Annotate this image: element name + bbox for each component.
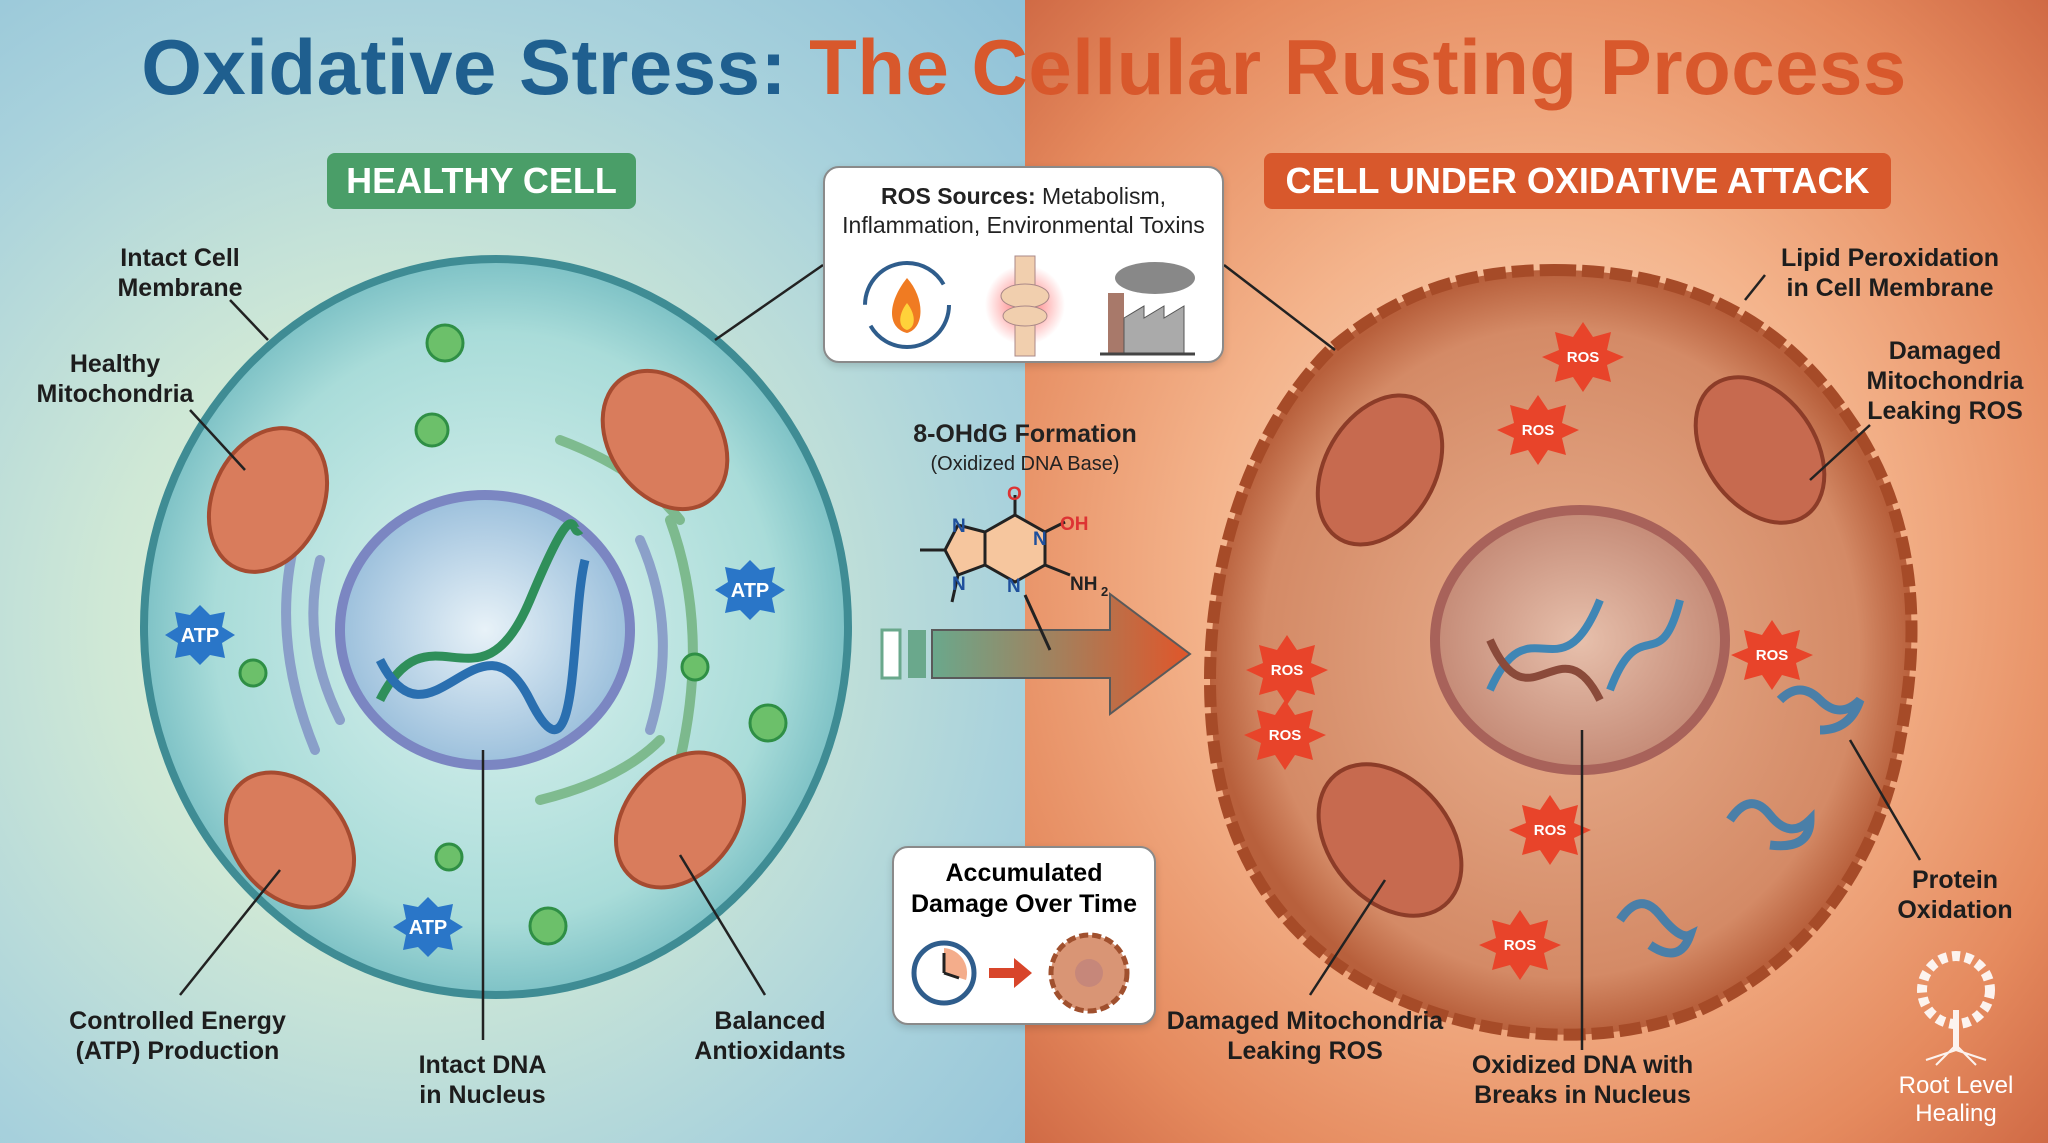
- broken-dna-icon: [1486, 598, 1684, 702]
- ros-label: ROS: [1271, 662, 1304, 679]
- atp-star-icon: ATP: [393, 897, 463, 957]
- ohdg-title: 8-OHdG Formation: [913, 420, 1137, 448]
- oxidized-protein: [1616, 685, 1865, 958]
- title-part2: The Cellular Rusting Process: [809, 23, 1907, 111]
- arrow-right-icon: [989, 958, 1032, 988]
- attack-cell-badge: CELL UNDER OXIDATIVE ATTACK: [1264, 153, 1891, 209]
- atp-star-icon: ATP: [715, 560, 785, 620]
- ros-label: ROS: [1522, 422, 1555, 439]
- molecule-atoms: O OH N N N N NH 2: [952, 484, 1108, 599]
- ros-label: ROS: [1534, 822, 1567, 839]
- damaged-cell: [1203, 263, 1918, 1041]
- atp-label: ATP: [731, 580, 770, 602]
- ros-bursts: ROS ROS ROS ROS ROS ROS ROS: [1244, 322, 1813, 980]
- ros-sources-heading: ROS Sources:: [880, 183, 1036, 209]
- ros-label: ROS: [1567, 349, 1600, 366]
- atp-label: ATP: [181, 625, 220, 647]
- factory-pollution-icon: [1100, 262, 1195, 356]
- mitochondrion: [206, 368, 747, 910]
- svg-text:N: N: [1007, 576, 1021, 597]
- page-title: Oxidative Stress: The Cellular Rusting P…: [0, 22, 2048, 113]
- nucleus: [335, 490, 635, 770]
- ros-label: ROS: [1504, 937, 1537, 954]
- svg-text:2: 2: [1101, 584, 1108, 599]
- antioxidant-molecule: [238, 323, 788, 946]
- transition-arrow-icon: [880, 592, 1192, 716]
- 8-ohdg-molecule-icon: [920, 495, 1071, 651]
- svg-text:NH: NH: [1070, 574, 1097, 595]
- leader-lines: [179, 263, 1922, 1050]
- svg-text:N: N: [1033, 529, 1047, 550]
- svg-text:OH: OH: [1060, 514, 1089, 535]
- damaged-cell-icon: [1048, 932, 1130, 1014]
- svg-text:N: N: [952, 516, 966, 537]
- svg-text:O: O: [1007, 484, 1022, 505]
- damaged-mitochondrion: [1315, 375, 1827, 918]
- atp-star-icon: ATP: [165, 605, 235, 665]
- ros-sources-box: ROS Sources: Metabolism, Inflammation, En…: [823, 166, 1224, 363]
- ros-sources-text: Inflammation, Environmental Toxins: [842, 212, 1205, 238]
- ros-sources-text: Metabolism,: [1035, 183, 1167, 209]
- ohdg-subtitle: (Oxidized DNA Base): [930, 453, 1120, 475]
- healthy-cell-badge: HEALTHY CELL: [327, 153, 636, 209]
- ohdg-heading: 8-OHdG Formation (Oxidized DNA Base): [860, 420, 1190, 476]
- ros-label: ROS: [1756, 647, 1789, 664]
- label-controlled-energy: Controlled Energy(ATP) Production: [69, 1007, 286, 1065]
- title-part1: Oxidative Stress:: [141, 23, 787, 111]
- root-level-healing-logo: [1917, 951, 1995, 1066]
- dna-helix-icon: [375, 519, 590, 735]
- accumulated-title: Damage Over Time: [910, 890, 1138, 918]
- healthy-cell: [140, 255, 852, 999]
- ros-label: ROS: [1269, 727, 1302, 744]
- accumulated-title: Accumulated: [945, 859, 1103, 887]
- inflamed-joint-icon: [985, 255, 1065, 357]
- svg-text:N: N: [952, 574, 966, 595]
- clock-icon: [911, 940, 977, 1006]
- atp-label: ATP: [409, 917, 448, 939]
- metabolism-fire-cycle-icon: [863, 261, 951, 349]
